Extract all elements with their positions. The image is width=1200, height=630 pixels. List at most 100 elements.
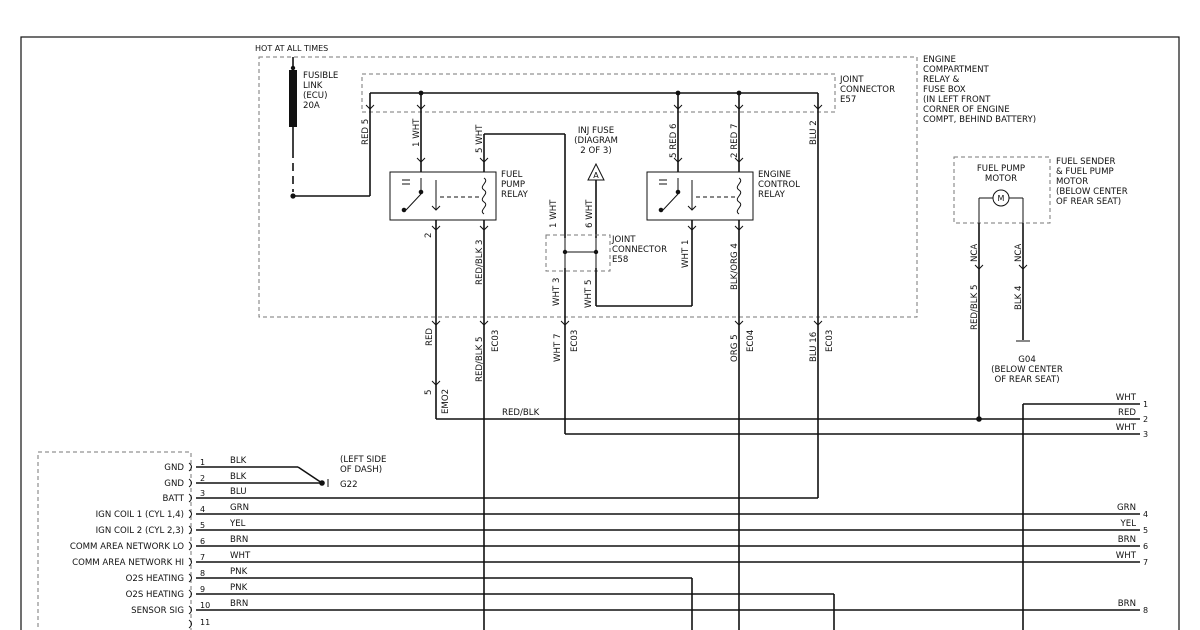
fuel-sender-box [953,156,1051,224]
engine-compartment-box [258,56,918,318]
svg-text:NCA: NCA [970,244,980,262]
svg-text:O2S HEATING: O2S HEATING [126,574,184,584]
inj-fuse-label: INJ FUSE (DIAGRAM 2 OF 3) [574,126,618,156]
svg-text:WHT 3: WHT 3 [552,278,562,306]
svg-text:GRN: GRN [230,503,249,513]
svg-text:BLK: BLK [230,472,247,482]
svg-text:WHT 1: WHT 1 [681,240,691,268]
svg-text:NCA: NCA [1014,244,1024,262]
hot-at-all-times-label: HOT AT ALL TIMES [255,44,328,53]
svg-text:EC03: EC03 [570,330,580,352]
engine-control-relay-switch [658,177,742,215]
svg-text:5 WHT: 5 WHT [475,124,485,153]
svg-text:FUSE BOX: FUSE BOX [923,85,966,95]
fusible-link-label: FUSIBLE LINK (ECU) 20A [303,71,338,111]
svg-text:BATT: BATT [163,494,185,504]
svg-text:8: 8 [200,569,205,578]
svg-text:2 RED 7: 2 RED 7 [730,124,740,158]
svg-text:1 WHT: 1 WHT [412,118,422,147]
svg-text:1 WHT: 1 WHT [549,199,559,228]
svg-text:FUEL SENDER: FUEL SENDER [1056,157,1116,167]
svg-text:COMPARTMENT: COMPARTMENT [923,65,990,75]
svg-text:WHT: WHT [1116,551,1137,561]
right-connector-numbers: 1 2 3 4 5 6 7 8 [1143,400,1148,615]
ecm-wire-colors: BLK BLK BLU GRN YEL BRN WHT PNK PNK BRN [229,456,251,609]
engine-compartment-label: ENGINE COMPARTMENT RELAY & FUSE BOX (IN … [923,55,1036,125]
svg-text:RED 5: RED 5 [361,119,371,145]
svg-text:EMO2: EMO2 [441,389,451,414]
fuel-pump-relay-box [389,171,497,221]
svg-text:G22: G22 [340,480,358,490]
vertical-wire-labels: RED 5 1 WHT 5 WHT 5 RED 6 2 RED 7 BLU 2 … [361,118,1024,414]
svg-text:PNK: PNK [230,567,248,577]
svg-text:5: 5 [1143,526,1148,535]
svg-text:10: 10 [200,601,210,610]
fuel-pump-motor-label: FUEL PUMP MOTOR [977,164,1025,184]
svg-text:WHT: WHT [1116,423,1137,433]
svg-text:2: 2 [1143,415,1148,424]
svg-text:11: 11 [200,618,210,627]
svg-text:E57: E57 [840,95,856,105]
svg-text:WHT: WHT [230,551,251,561]
svg-text:5 RED 6: 5 RED 6 [669,124,679,158]
svg-text:WHT 5: WHT 5 [584,280,594,308]
fuel-sender-label: FUEL SENDER & FUEL PUMP MOTOR (BELOW CEN… [1056,157,1128,207]
svg-text:BLU 2: BLU 2 [809,120,819,145]
e58-splice-left [562,249,568,255]
svg-text:IGN COIL 2 (CYL 2,3): IGN COIL 2 (CYL 2,3) [96,526,184,536]
svg-text:2 OF 3): 2 OF 3) [580,146,611,156]
left-side-dash-label: (LEFT SIDE OF DASH) G22 [340,455,386,490]
svg-text:20A: 20A [303,101,320,111]
inj-fuse-letter: A [593,171,599,180]
svg-text:ENGINE: ENGINE [758,170,791,180]
svg-text:E58: E58 [612,255,628,265]
svg-text:& FUEL PUMP: & FUEL PUMP [1056,167,1114,177]
svg-text:6 WHT: 6 WHT [585,199,595,228]
svg-text:(DIAGRAM: (DIAGRAM [574,136,618,146]
svg-text:CORNER OF ENGINE: CORNER OF ENGINE [923,105,1010,115]
svg-text:(IN LEFT FRONT: (IN LEFT FRONT [923,95,991,105]
svg-text:GND: GND [164,463,184,473]
svg-text:SENSOR SIG: SENSOR SIG [131,606,184,616]
joint-connector-e58-box [545,234,611,272]
svg-text:G04: G04 [1018,355,1036,365]
svg-text:4: 4 [200,505,205,514]
svg-text:MOTOR: MOTOR [1056,177,1088,187]
ecm-pin-numbers: 1 2 3 4 5 6 7 8 9 10 11 [200,458,210,627]
svg-text:BLK/ORG 4: BLK/ORG 4 [730,243,740,290]
svg-text:BLU: BLU [230,487,247,497]
svg-text:BLK: BLK [230,456,247,466]
svg-text:RELAY: RELAY [758,190,786,200]
svg-text:2: 2 [200,474,205,483]
svg-text:4: 4 [1143,510,1148,519]
svg-text:5: 5 [424,390,434,395]
svg-text:OF DASH): OF DASH) [340,465,382,475]
motor-letter: M [998,194,1005,203]
svg-text:COMPT, BEHIND BATTERY): COMPT, BEHIND BATTERY) [923,115,1036,125]
svg-text:PUMP: PUMP [501,180,525,190]
svg-text:CONTROL: CONTROL [758,180,800,190]
svg-text:EC03: EC03 [825,330,835,352]
svg-text:RED: RED [425,328,435,346]
right-connector-colors: WHT RED WHT GRN YEL BRN WHT BRN [1116,393,1137,609]
joint-connector-e57-box [361,73,836,113]
fusible-link-top-dot [290,65,296,71]
svg-text:IGN COIL 1 (CYL 1,4): IGN COIL 1 (CYL 1,4) [96,510,184,520]
svg-text:3: 3 [200,489,205,498]
svg-text:RED/BLK 5: RED/BLK 5 [970,285,980,330]
svg-text:9: 9 [200,585,205,594]
svg-text:5: 5 [200,521,205,530]
connector-chevrons [365,104,1028,386]
engine-control-relay-box [646,171,754,221]
e58-splice-right [593,249,599,255]
svg-text:OF REAR SEAT): OF REAR SEAT) [994,375,1059,385]
svg-text:1: 1 [200,458,205,467]
svg-text:RED/BLK 5: RED/BLK 5 [475,337,485,382]
fuel-pump-motor-symbol: M [978,189,1024,223]
ecm-pin-lines [196,320,1140,630]
svg-text:INJ FUSE: INJ FUSE [578,126,614,136]
svg-text:BRN: BRN [230,535,248,545]
diagram-frame [20,36,1180,630]
svg-text:1: 1 [1143,400,1148,409]
